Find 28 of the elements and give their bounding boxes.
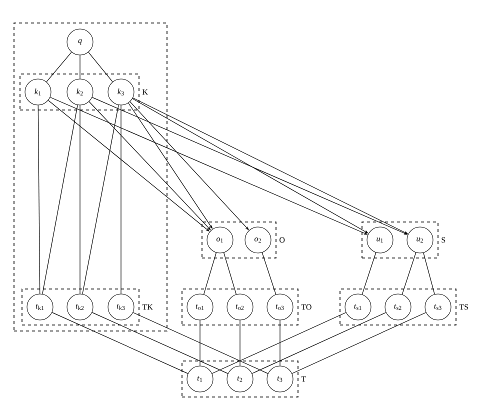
connector-line bbox=[38, 104, 40, 294]
connector-line bbox=[46, 52, 72, 82]
node-label: T bbox=[301, 376, 306, 382]
node-label: TO bbox=[301, 304, 312, 310]
connector-line bbox=[82, 104, 119, 294]
connector-line bbox=[88, 52, 113, 82]
node-label: TK bbox=[142, 304, 153, 310]
group-box bbox=[14, 22, 168, 332]
connector-line bbox=[120, 104, 122, 294]
connector-line bbox=[132, 98, 368, 234]
connector-line bbox=[52, 312, 188, 374]
node-label: TS bbox=[459, 304, 468, 310]
connector-line bbox=[252, 312, 386, 374]
connector-line bbox=[42, 104, 78, 294]
node-label: S bbox=[442, 237, 446, 243]
connector-line bbox=[402, 252, 416, 295]
connector-line bbox=[292, 312, 426, 374]
node-label: O bbox=[280, 237, 285, 243]
connector-line bbox=[132, 312, 268, 374]
connector-line bbox=[423, 252, 435, 294]
node-label: K bbox=[142, 89, 148, 95]
connector-line bbox=[262, 252, 276, 295]
connector-line bbox=[362, 252, 376, 295]
connector-line bbox=[204, 252, 217, 295]
connector-line bbox=[212, 312, 346, 374]
connector-line bbox=[224, 252, 237, 295]
connector-line bbox=[92, 312, 228, 374]
connector-line bbox=[88, 101, 211, 230]
